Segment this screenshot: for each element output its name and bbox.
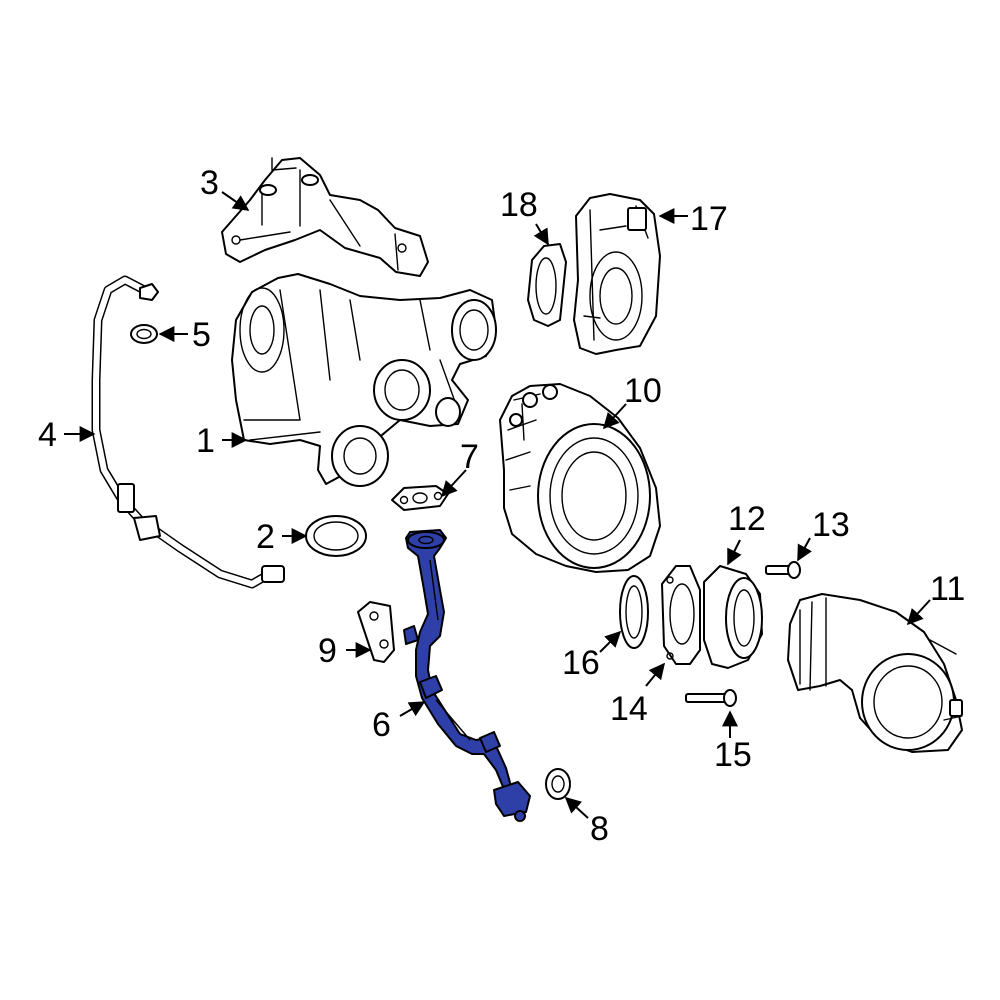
part-2-gasket[interactable] [305, 515, 367, 557]
part-1-turbocharger[interactable] [231, 273, 497, 487]
part-4-oil-line[interactable] [91, 275, 285, 589]
part-6-oil-return-pipe[interactable] [403, 529, 531, 822]
callout-17[interactable]: 17 [690, 200, 728, 238]
leader-13 [797, 537, 812, 562]
callout-12[interactable]: 12 [728, 500, 766, 538]
part-10-charge-air-duct[interactable] [499, 383, 661, 573]
leader-3 [221, 191, 250, 211]
part-15-bolt[interactable] [685, 689, 737, 707]
callout-8[interactable]: 8 [590, 810, 609, 848]
leader-8 [564, 796, 589, 819]
part-14-flange[interactable] [661, 565, 701, 665]
leader-6 [399, 701, 426, 717]
callout-1[interactable]: 1 [196, 422, 215, 460]
part-18-gasket[interactable] [527, 243, 567, 327]
callout-6[interactable]: 6 [372, 706, 391, 744]
leader-lines [64, 191, 931, 819]
callout-14[interactable]: 14 [610, 690, 648, 728]
callout-9[interactable]: 9 [318, 632, 337, 670]
callout-13[interactable]: 13 [812, 506, 850, 544]
part-17-throttle-body[interactable] [573, 193, 661, 355]
part-12-adapter[interactable] [703, 565, 763, 669]
leader-18 [533, 223, 549, 246]
part-7-flange-gasket[interactable] [391, 485, 449, 511]
callout-16[interactable]: 16 [562, 644, 600, 682]
part-11-intake-elbow[interactable] [787, 593, 963, 753]
callout-2[interactable]: 2 [256, 518, 275, 556]
leader-10 [602, 403, 627, 430]
callout-10[interactable]: 10 [624, 372, 662, 410]
callout-7[interactable]: 7 [460, 438, 479, 476]
part-16-seal[interactable] [619, 575, 649, 649]
callout-18[interactable]: 18 [500, 186, 538, 224]
callout-15[interactable]: 15 [714, 736, 752, 774]
callout-5[interactable]: 5 [192, 316, 211, 354]
leader-11 [906, 599, 931, 626]
leader-7 [440, 469, 467, 498]
callout-labels: 1 2 3 4 5 6 7 8 9 10 11 12 13 14 15 16 1… [38, 164, 965, 848]
callout-11[interactable]: 11 [930, 570, 965, 608]
leader-12 [727, 539, 742, 566]
leader-14 [645, 662, 666, 687]
part-8-washer[interactable] [545, 768, 571, 800]
part-9-bracket[interactable] [357, 601, 395, 663]
leader-16 [599, 630, 622, 653]
callout-3[interactable]: 3 [200, 164, 219, 202]
part-13-bolt[interactable] [765, 561, 801, 579]
callout-4[interactable]: 4 [38, 416, 57, 454]
part-3-bracket[interactable] [221, 157, 429, 277]
part-5-washer[interactable] [130, 324, 158, 344]
